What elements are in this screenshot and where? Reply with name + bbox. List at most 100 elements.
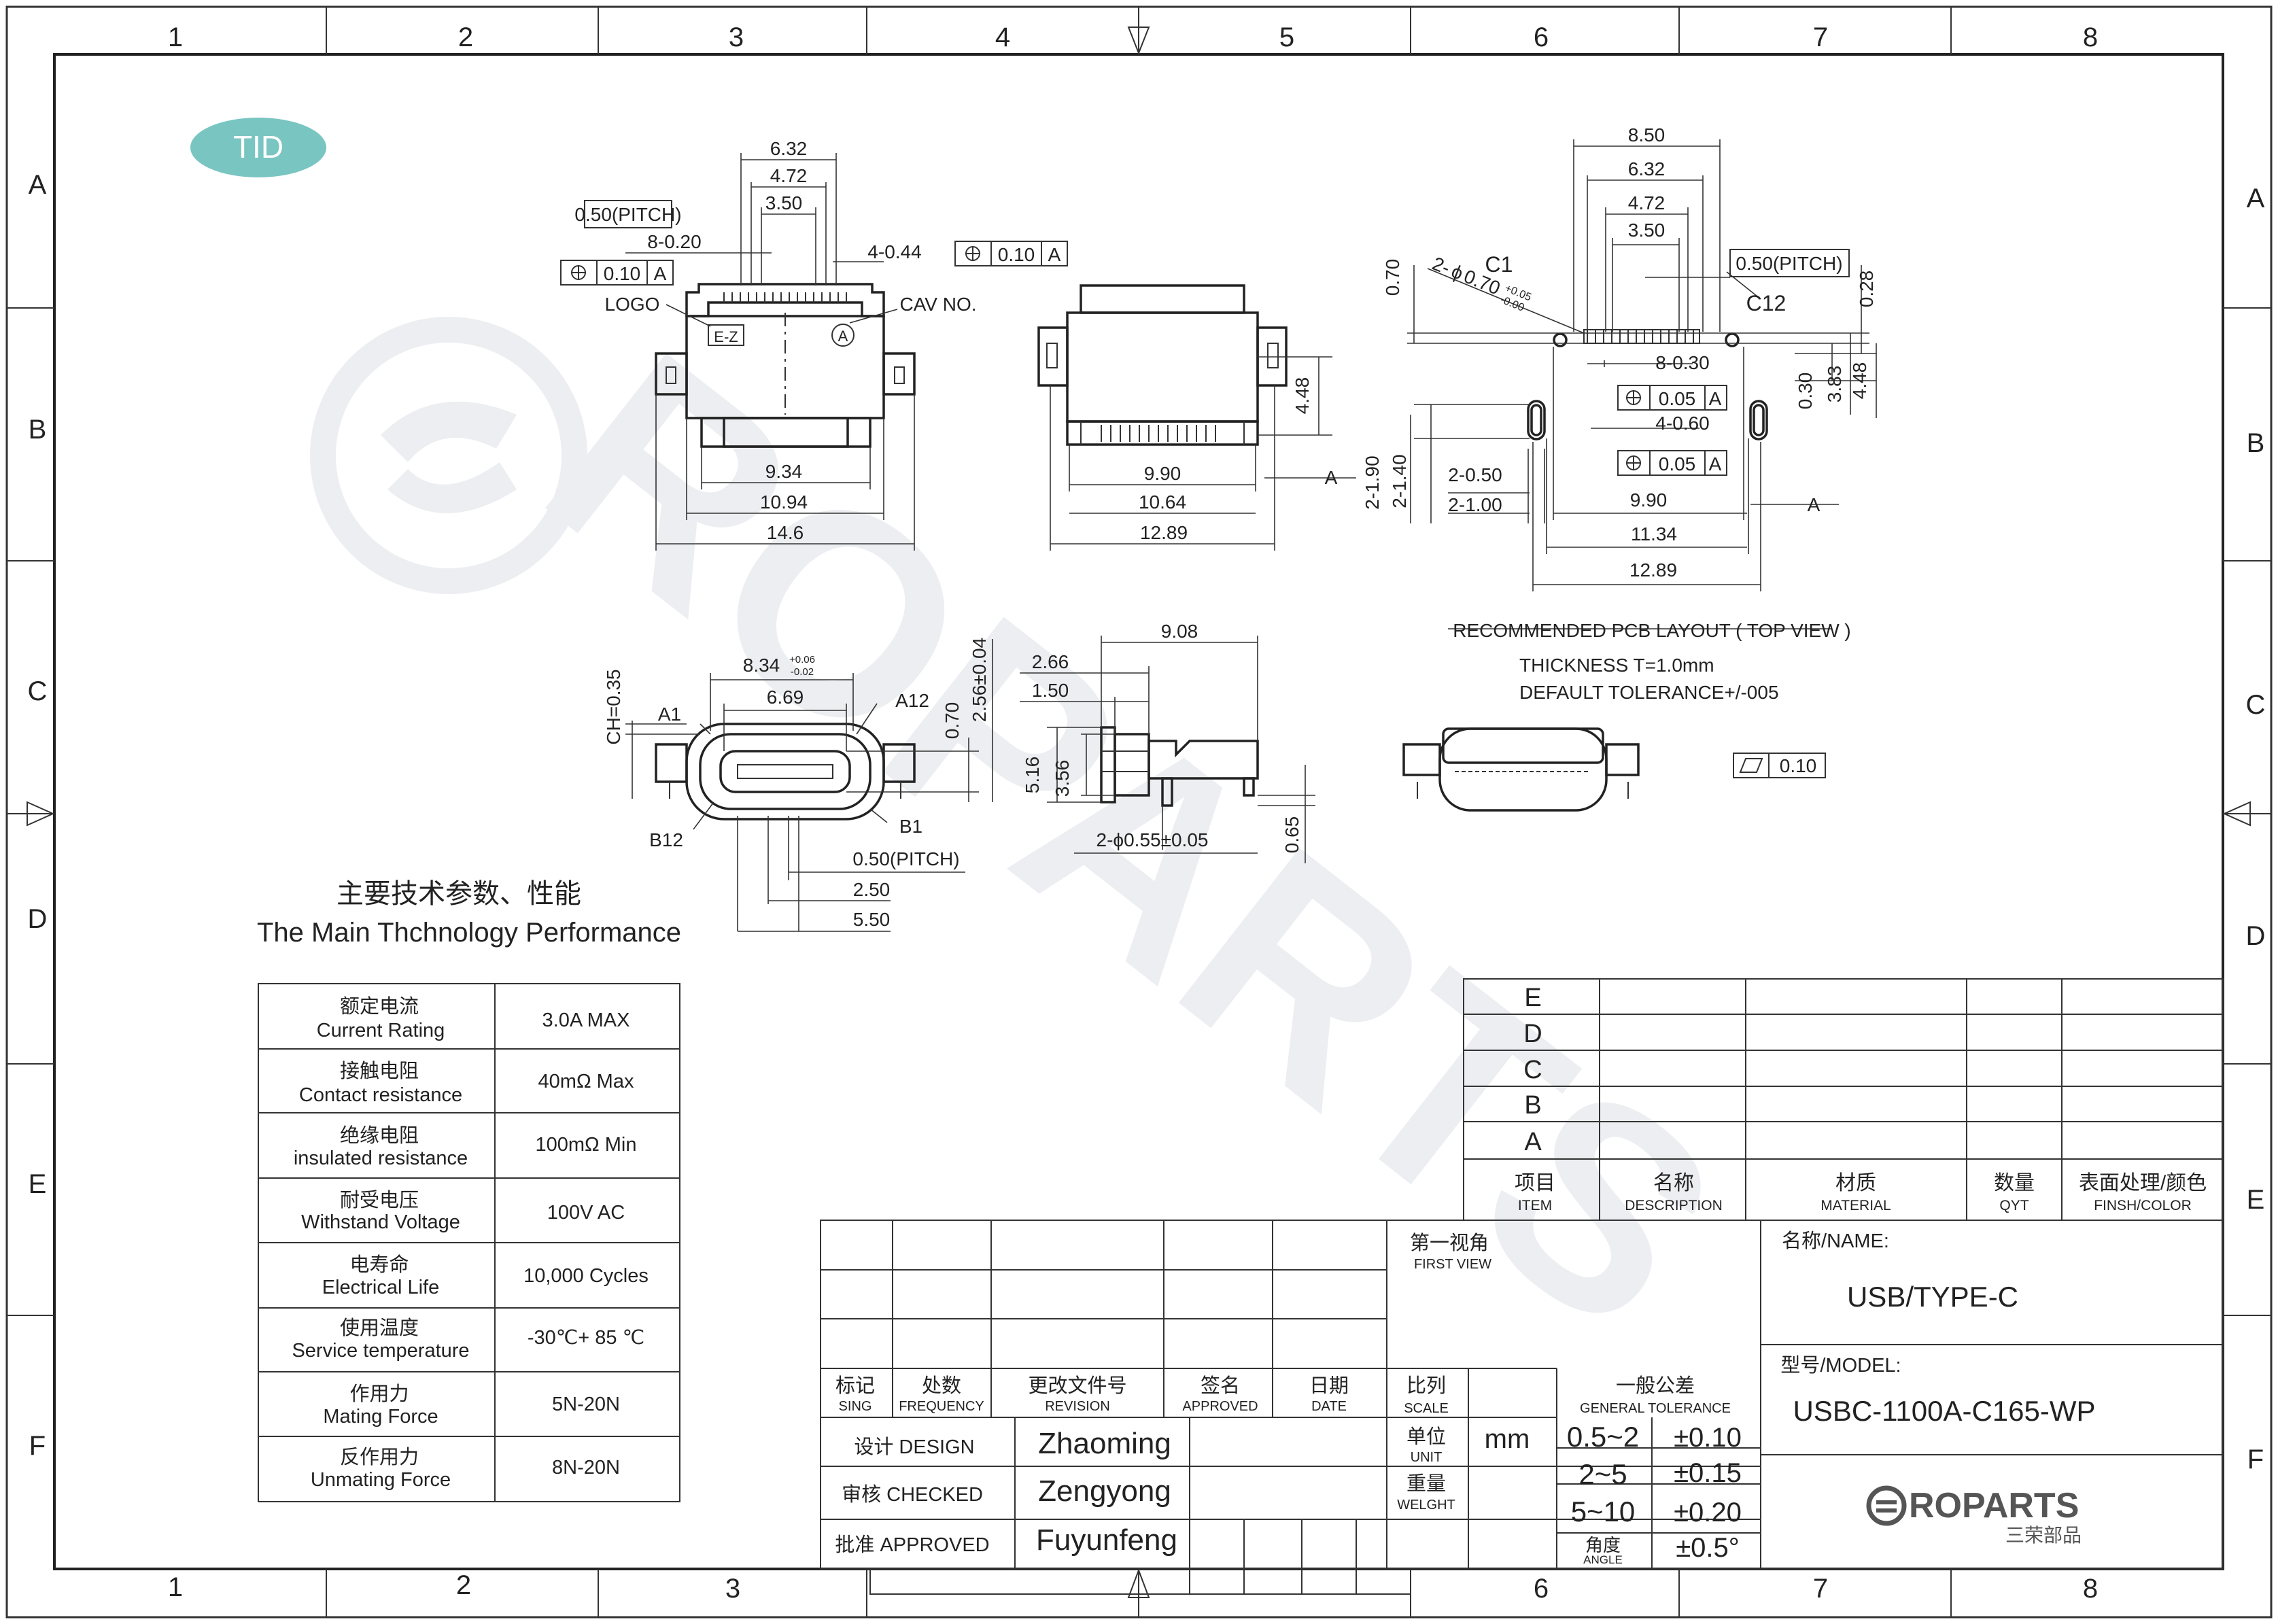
title-block: 标记 SING 处数 FREQUENCY 更改文件号 REVISION 签名 A… bbox=[820, 1220, 2224, 1595]
hole-prefix: 2- bbox=[1430, 253, 1453, 279]
dim-text: 0.10 bbox=[998, 244, 1035, 265]
col-label: 3 bbox=[725, 1574, 740, 1604]
dim-tol-minus: -0.02 bbox=[791, 666, 814, 678]
rev-header-cn: 更改文件号 bbox=[1028, 1375, 1126, 1397]
frame-labels: 1 2 3 4 5 6 7 8 1 2 3 6 7 8 A B C D E F … bbox=[28, 22, 2266, 1604]
spec-value: 10,000 Cycles bbox=[523, 1265, 649, 1287]
dim-tol-plus: +0.06 bbox=[789, 654, 815, 666]
dim-text: 2.50 bbox=[853, 879, 891, 900]
tol-value: ±0.15 bbox=[1674, 1458, 1742, 1488]
dim-text: 2-1.90 bbox=[1362, 455, 1383, 509]
pin-label-a12: A12 bbox=[895, 690, 929, 711]
dim-text: 4.72 bbox=[770, 165, 808, 186]
pin-label-b12: B12 bbox=[649, 829, 683, 850]
bom-header-cn: 数量 bbox=[1994, 1172, 2035, 1194]
top-view: 9.90 10.64 12.89 4.48 A bbox=[1037, 284, 1356, 551]
datum-text: A bbox=[1709, 388, 1722, 409]
ez-label: E-Z bbox=[714, 328, 738, 345]
dim-text: 9.08 bbox=[1161, 621, 1198, 642]
datum-text: A bbox=[1048, 244, 1061, 265]
dim-text: 6.32 bbox=[770, 138, 808, 159]
flatness-text: 0.10 bbox=[1780, 755, 1817, 776]
rev-header-en: APPROVED bbox=[1182, 1399, 1258, 1414]
spec-label-cn: 绝缘电阻 bbox=[340, 1124, 419, 1147]
logo-label: LOGO bbox=[605, 294, 660, 315]
dim-text: 0.50(PITCH) bbox=[1736, 253, 1842, 274]
rev-header-cn: 处数 bbox=[922, 1375, 961, 1397]
checked-name: Zengyong bbox=[1038, 1474, 1171, 1508]
row-label: A bbox=[29, 170, 47, 200]
row-label: D bbox=[28, 904, 48, 934]
bom-header-cn: 名称 bbox=[1653, 1172, 1694, 1194]
dim-text: 0.10 bbox=[604, 263, 641, 284]
col-label: 6 bbox=[1534, 22, 1549, 52]
dim-text: 4-0.44 bbox=[867, 241, 921, 262]
bom-row-label: C bbox=[1523, 1056, 1542, 1084]
bom-header-en: MATERIAL bbox=[1820, 1198, 1891, 1213]
row-label: C bbox=[2246, 690, 2266, 720]
col-label: 2 bbox=[458, 22, 473, 52]
spec-label-cn: 额定电流 bbox=[340, 995, 419, 1018]
tid-badge-label: TID bbox=[233, 129, 283, 165]
dim-text: 14.6 bbox=[767, 522, 804, 543]
pin-label-a1: A1 bbox=[658, 704, 681, 725]
spec-label-en: Electrical Life bbox=[322, 1277, 439, 1298]
model-label: 型号/MODEL: bbox=[1780, 1354, 1901, 1377]
pcb-tolerance-note: DEFAULT TOLERANCE+/-005 bbox=[1519, 682, 1779, 703]
tol-range: 2~5 bbox=[1578, 1458, 1627, 1490]
rev-header-en: FREQUENCY bbox=[899, 1399, 984, 1414]
dim-text: 2-1.40 bbox=[1389, 454, 1410, 508]
row-label: E bbox=[2247, 1185, 2265, 1215]
spec-value: -30℃+ 85 ℃ bbox=[528, 1327, 644, 1349]
spec-label-en: Contact resistance bbox=[299, 1084, 462, 1106]
row-label: A bbox=[2247, 184, 2265, 213]
spec-label-en: Unmating Force bbox=[311, 1469, 451, 1491]
tolerance-en: GENERAL TOLERANCE bbox=[1580, 1401, 1731, 1416]
dim-text: 10.64 bbox=[1139, 491, 1186, 513]
dim-text: 8.50 bbox=[1628, 124, 1666, 145]
datum-text: A bbox=[654, 263, 667, 284]
bom-header-cn: 表面处理/颜色 bbox=[2079, 1172, 2207, 1194]
pcb-thickness-note: THICKNESS T=1.0mm bbox=[1519, 655, 1714, 676]
bom-header-en: DESCRIPTION bbox=[1625, 1198, 1723, 1213]
datum-text: A bbox=[1325, 467, 1338, 488]
datum-text: A bbox=[1709, 453, 1722, 474]
dim-text: 12.89 bbox=[1140, 522, 1188, 543]
logo-text: ROPARTS bbox=[1909, 1486, 2079, 1525]
col-label: 8 bbox=[2083, 1574, 2098, 1604]
unit-cn: 单位 bbox=[1407, 1426, 1446, 1448]
row-label: E bbox=[29, 1169, 47, 1199]
spec-label-cn: 使用温度 bbox=[340, 1317, 419, 1339]
spec-value: 8N-20N bbox=[552, 1457, 620, 1479]
rev-header-cn: 标记 bbox=[835, 1375, 875, 1397]
dim-text: 1.50 bbox=[1032, 680, 1069, 701]
dim-text: 3.56 bbox=[1052, 760, 1073, 797]
col-label: 6 bbox=[1534, 1574, 1549, 1604]
dim-text: 10.94 bbox=[760, 491, 808, 513]
side-view: 9.08 2.66 1.50 5.16 3.56 2-ϕ0.55±0.05 0.… bbox=[1020, 621, 1315, 863]
dim-text: 4.48 bbox=[1849, 362, 1870, 400]
rev-header-en: DATE bbox=[1311, 1399, 1347, 1414]
first-view-en: FIRST VIEW bbox=[1414, 1257, 1491, 1272]
col-label: 8 bbox=[2083, 22, 2098, 52]
part-name: USB/TYPE-C bbox=[1847, 1281, 2018, 1313]
rev-header-en: REVISION bbox=[1045, 1399, 1110, 1414]
approved-name: Fuyunfeng bbox=[1036, 1523, 1177, 1557]
rev-header-cn: 日期 bbox=[1309, 1375, 1349, 1397]
dim-text: CH=0.35 bbox=[603, 669, 624, 744]
row-label: B bbox=[2247, 428, 2265, 458]
approved-label: 批准 APPROVED bbox=[835, 1534, 989, 1556]
dim-text: 2-1.00 bbox=[1448, 494, 1502, 515]
bom-header-cn: 材质 bbox=[1835, 1172, 1876, 1194]
tol-range: 0.5~2 bbox=[1567, 1421, 1639, 1453]
bom-table: E D C B A 项目 ITEM 名称 DESCRIPTION 材质 MATE… bbox=[1463, 978, 2224, 1221]
company-logo: ROPARTS 三荣部品 bbox=[1866, 1485, 2082, 1546]
spec-label-cn: 耐受电压 bbox=[340, 1189, 419, 1211]
dim-text: 0.50(PITCH) bbox=[574, 204, 681, 225]
col-label: 4 bbox=[995, 22, 1010, 52]
scale-cn: 比列 bbox=[1407, 1375, 1446, 1397]
spec-label-en: insulated resistance bbox=[294, 1147, 468, 1169]
logo-text-cn: 三荣部品 bbox=[2005, 1525, 2082, 1546]
mating-face-view: 8.34 +0.06 -0.02 6.69 CH=0.35 0.70 2.56±… bbox=[603, 638, 993, 932]
bom-header-en: FINSH/COLOR bbox=[2094, 1198, 2192, 1213]
